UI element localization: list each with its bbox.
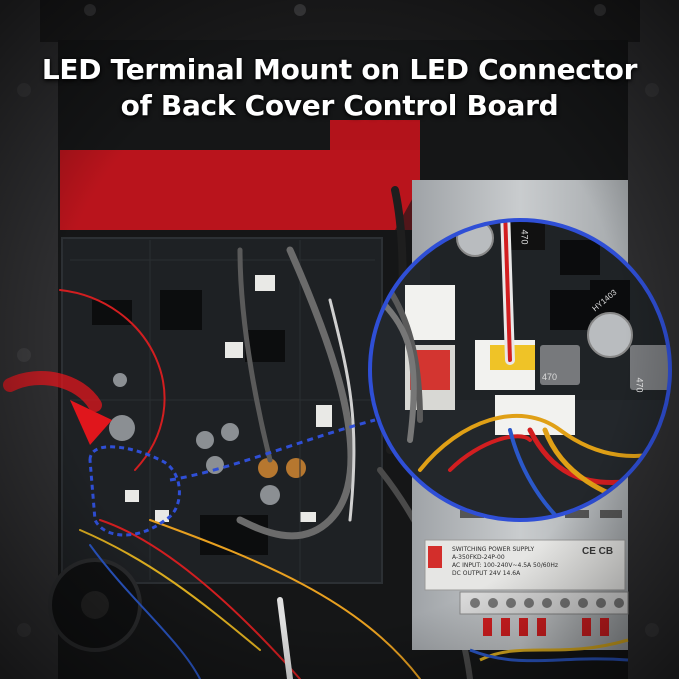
capacitor-label: 470 <box>634 377 645 393</box>
headline-line-2: of Back Cover Control Board <box>120 89 559 122</box>
psu-ac-input: AC INPUT: 100-240V~4.5A 50/60Hz <box>452 562 559 569</box>
psu-title: SWITCHING POWER SUPPLY <box>452 546 535 553</box>
capacitor-label: 470 <box>542 372 558 382</box>
psu-model: A-350FKD-24P-00 <box>452 554 505 561</box>
capacitor-label: 470 <box>519 229 530 245</box>
headline: LED Terminal Mount on LED Connector of B… <box>0 52 679 124</box>
headline-line-1: LED Terminal Mount on LED Connector <box>41 53 638 86</box>
psu-certification-marks: CE CB <box>582 546 614 557</box>
psu-dc-output: DC OUTPUT 24V 14.6A <box>452 570 521 577</box>
psu-label-text: SWITCHING POWER SUPPLY A-350FKD-24P-00 A… <box>452 546 632 578</box>
